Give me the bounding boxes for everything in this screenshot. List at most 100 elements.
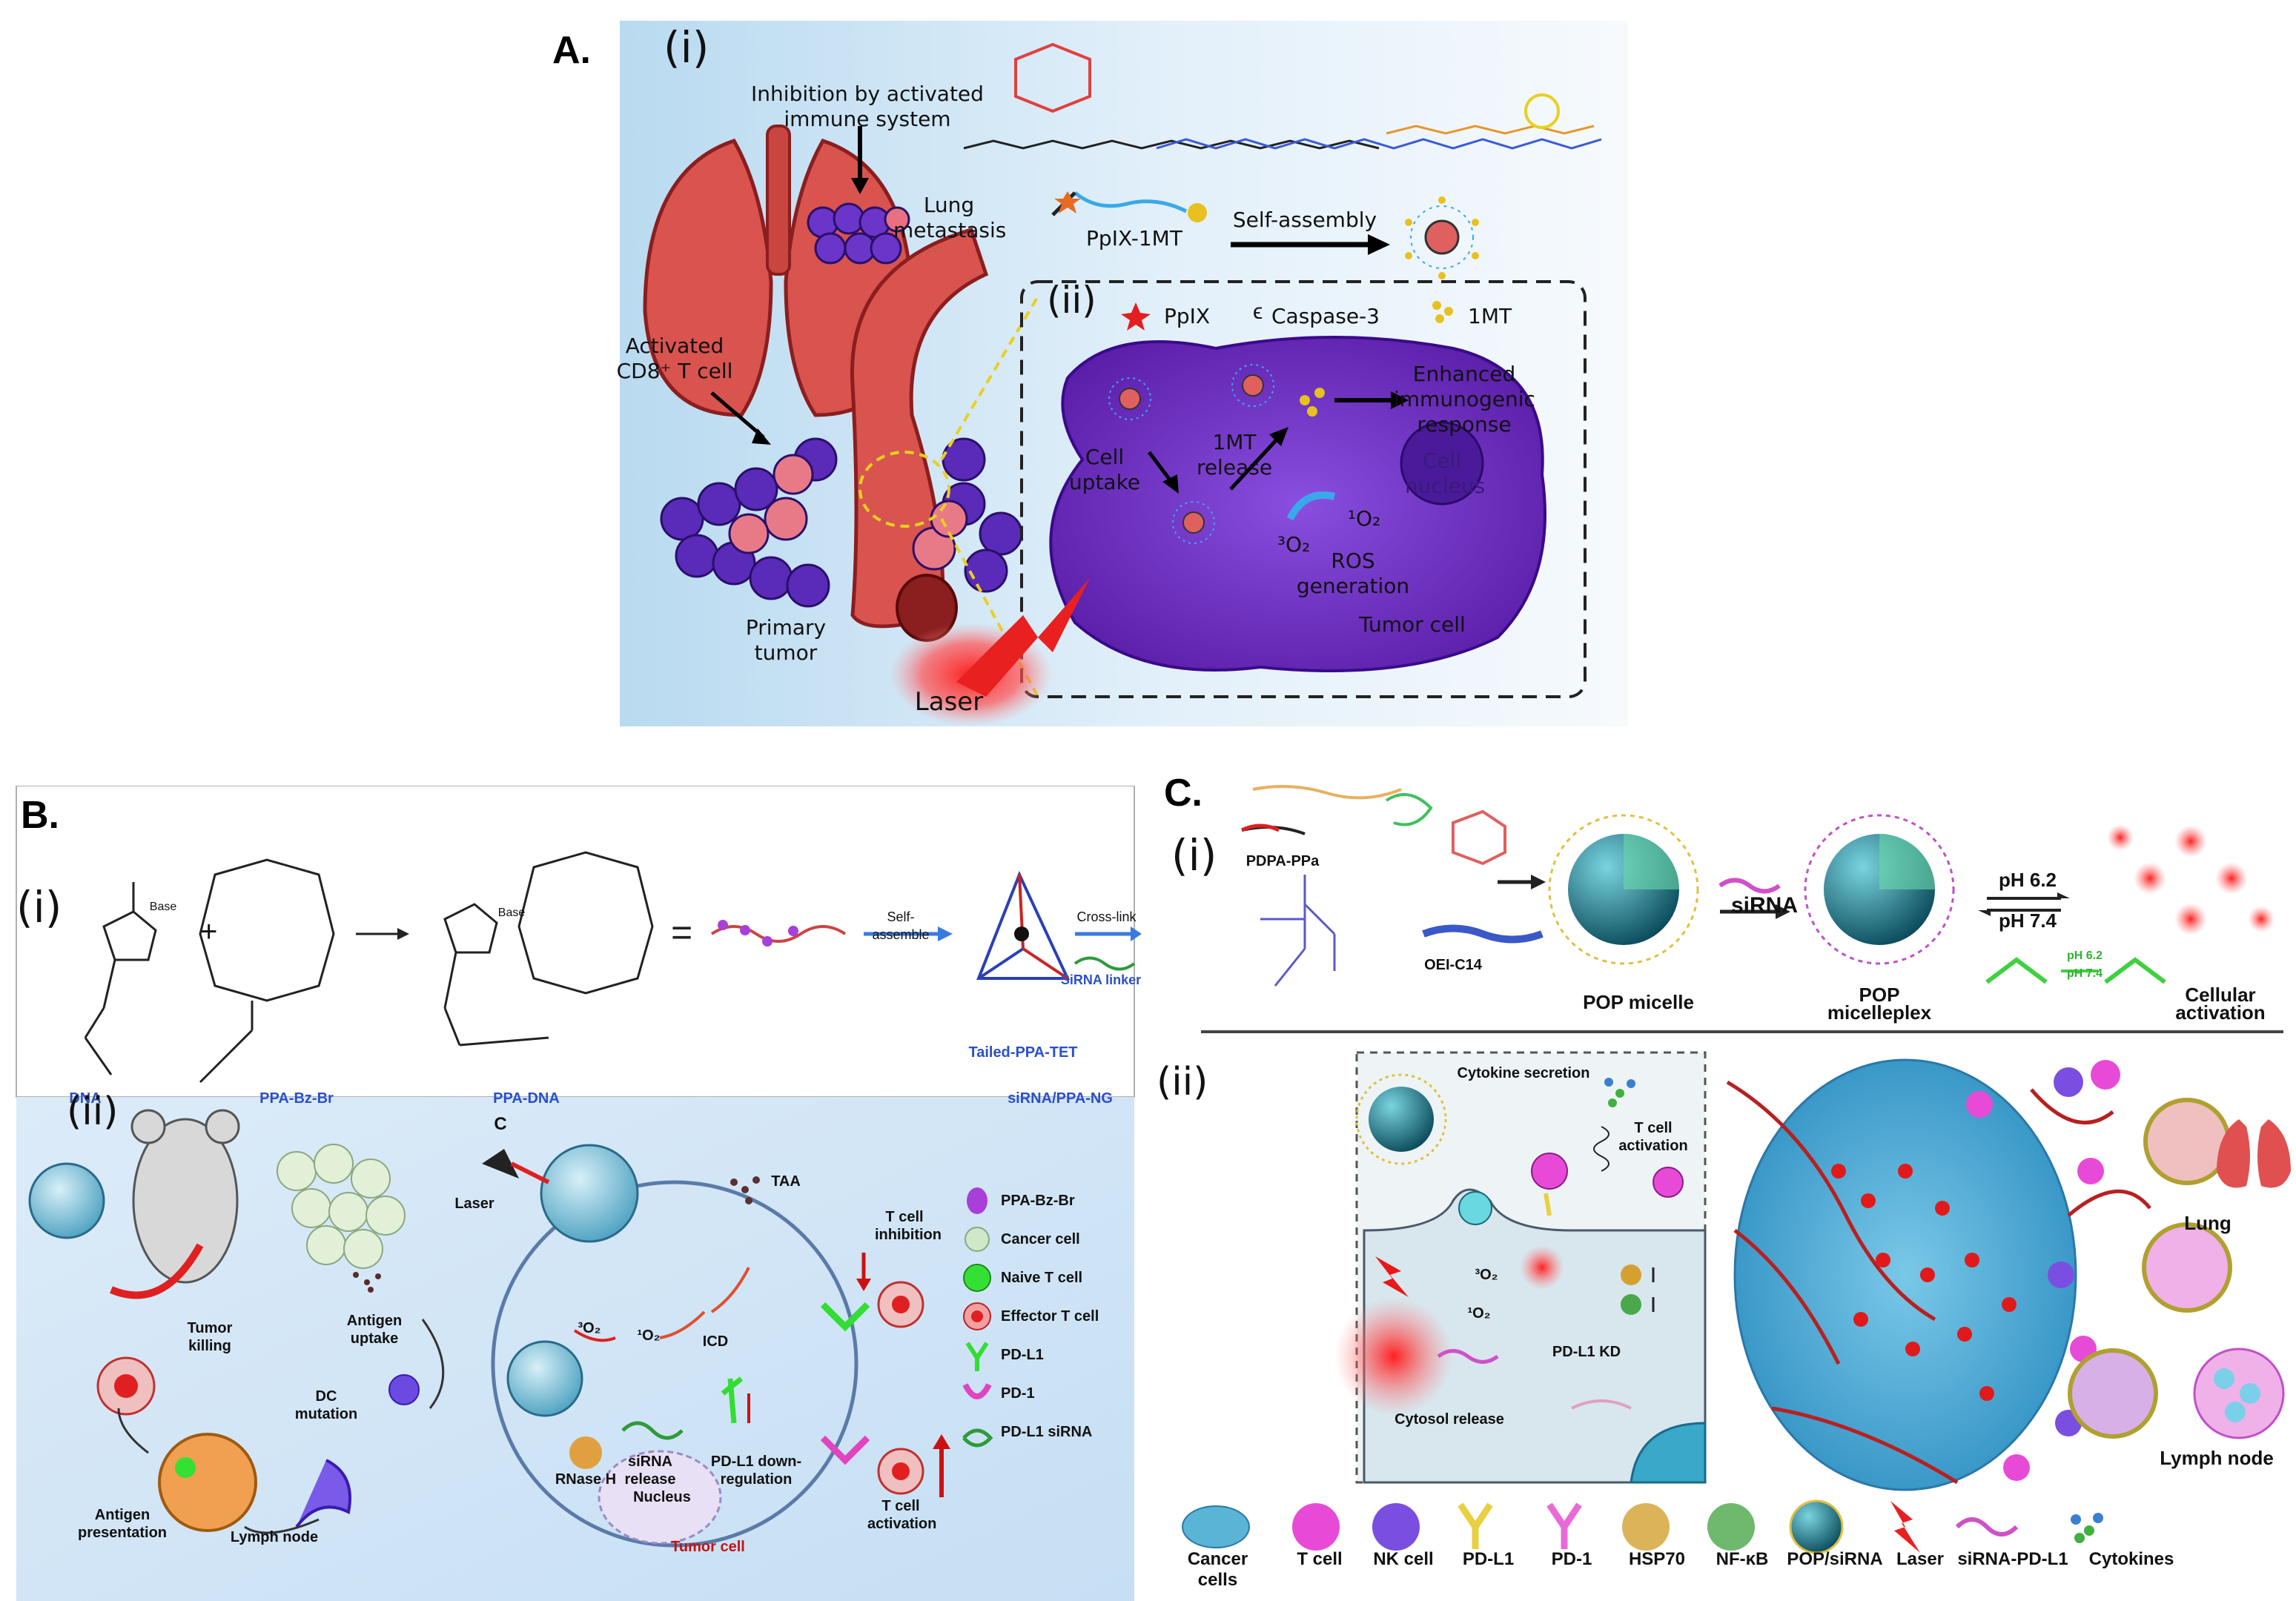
lymph-node-icon-c — [2193, 1348, 2285, 1439]
lung-metastasis-label: Lung metastasis — [893, 193, 1007, 242]
pop-micelle — [1548, 814, 1699, 965]
dc-mutation-label: DC mutation — [294, 1388, 358, 1422]
cell-nucleus-label: Cell nucleus — [1405, 448, 1486, 498]
nanogel-particle — [28, 1162, 105, 1239]
antigen-dots — [353, 1272, 381, 1293]
pdpa-structure — [1252, 785, 1402, 800]
laser-device-icon — [482, 1149, 519, 1179]
lung-metastasis-cluster — [807, 202, 910, 265]
cross-link-label: Cross-link — [1076, 909, 1137, 924]
sirna-icon-top — [1718, 878, 1781, 894]
nucleus-label: Nucleus — [633, 1489, 691, 1505]
inset-box-ii — [1020, 280, 1587, 698]
tailed-ppa-tet-icon — [976, 870, 1071, 980]
sirna-linker-icon — [1073, 956, 1136, 971]
lung-inset-ring — [2143, 1098, 2231, 1185]
singlet-oxygen-label-b: ¹O₂ — [637, 1327, 661, 1344]
ppa-bz-br-structure — [199, 858, 335, 1084]
cytosol-red-glow — [1334, 1297, 1453, 1416]
legend-c-item: POP/siRNA — [1787, 1549, 1883, 1569]
triplet-oxygen-label-b: ³O₂ — [578, 1320, 601, 1336]
ppa-dna-label: PPA-DNA — [493, 1090, 560, 1107]
t-cell-arrow — [710, 391, 765, 439]
release-arrow — [1229, 436, 1280, 491]
cellular-activation-icon — [2107, 824, 2275, 935]
middle-inset-ring — [2142, 1222, 2232, 1313]
panel-b-legend-icons — [962, 1187, 993, 1448]
legend-c-item: Cytokines — [2088, 1549, 2174, 1569]
ph-62-label-small: pH 6.2 — [2066, 949, 2103, 962]
ppix-1mt-label: PpIX-1MT — [1086, 226, 1182, 251]
pdl1-kd-label: PD-L1 KD — [1552, 1344, 1621, 1360]
panel-c-letter: C. — [1164, 772, 1202, 815]
ppix-legend-label: PpIX — [1164, 304, 1211, 328]
legend-c-item: HSP70 — [1628, 1549, 1686, 1569]
1mt-legend-icon — [1432, 301, 1453, 323]
legend-c-item: PD-1 — [1551, 1549, 1592, 1569]
pdl1-top — [820, 1302, 870, 1332]
legend-c-item: T cell — [1297, 1549, 1343, 1569]
ph-switch-structure — [1985, 957, 2166, 984]
c-mark-label: C — [494, 1114, 507, 1134]
dc-cell — [388, 1374, 420, 1405]
zoom-line-top — [940, 295, 1039, 461]
taa-label: TAA — [771, 1173, 801, 1190]
hsp70-nfkb-icons — [1621, 1264, 1655, 1315]
legend-b-item: PD-L1 — [1001, 1347, 1044, 1363]
ppix-legend-icon — [1121, 302, 1151, 331]
nanogel-outside — [540, 1144, 639, 1243]
1mt-release-label: 1MT release — [1196, 430, 1273, 480]
micelle-1mt — [1231, 364, 1274, 407]
taa-dots — [730, 1176, 760, 1204]
pdl1-down-label: PD-L1 down-regulation — [710, 1454, 802, 1488]
nucleus-icon — [598, 1450, 722, 1545]
lung-label-c: Lung — [2184, 1212, 2232, 1234]
laser-label-b: Laser — [454, 1196, 494, 1212]
legend-c-item: Cancer cells — [1187, 1549, 1248, 1590]
ppa-bz-br-label: PPA-Bz-Br — [259, 1090, 334, 1107]
panel-c-sub-i: (i) — [1171, 830, 1217, 881]
triplet-oxygen-label-c: ³O₂ — [1475, 1267, 1498, 1283]
activated-t-cell-label: Activated CD8⁺ T cell — [616, 334, 733, 383]
cellular-activation-label: Cellular activation — [2175, 984, 2266, 1024]
panel-c-legend: Cancer cells T cell NK cell PD-L1 PD-1 H… — [1171, 1549, 2291, 1590]
secretion-spring — [1593, 1126, 1609, 1172]
ppix-1mt-molecule-icon — [1051, 191, 1207, 222]
panel-b-letter: B. — [21, 794, 59, 837]
legend-c-item: Laser — [1896, 1549, 1945, 1569]
self-assemble-label: Self-assemble — [872, 909, 930, 942]
oei-c14-label: OEI-C14 — [1424, 957, 1482, 973]
inhibition-label: Inhibition by activated immune system — [751, 82, 984, 131]
enhanced-response-label: Enhanced immunogenic response — [1394, 362, 1535, 437]
t-cell-activation-label-c: T cell activation — [1618, 1120, 1688, 1154]
nanogel-inside — [506, 1340, 583, 1417]
tumor-cell-label-b: Tumor cell — [671, 1539, 745, 1555]
icd-label: ICD — [702, 1333, 729, 1350]
panel-a-artwork: ϵ — [620, 21, 1628, 726]
tailed-ppa-tet-label: Tailed-PPA-TET — [968, 1044, 1078, 1061]
panel-a-letter: A. — [552, 29, 591, 72]
ph-74-label: pH 7.4 — [1998, 909, 2057, 932]
sirna-ppa-ng-label: siRNA/PPA-NG — [1008, 1090, 1113, 1107]
mature-dc — [295, 1459, 351, 1528]
cytokine-secretion-label: Cytokine secretion — [1457, 1065, 1590, 1081]
sirna-label-c: siRNA — [1730, 893, 1798, 918]
singlet-oxygen-label: ¹O₂ — [1347, 506, 1381, 531]
micelle-released — [1172, 501, 1215, 544]
oei-c14-icon — [1422, 924, 1544, 944]
laser-bolt-icon — [956, 578, 1090, 697]
oei-structure — [1260, 875, 1336, 987]
legend-b-item: Cancer cell — [1001, 1231, 1080, 1247]
legend-b-item: PD-L1 siRNA — [1001, 1424, 1093, 1440]
caspase-legend-icon: ϵ — [1253, 299, 1263, 324]
pd1-bottom — [820, 1435, 870, 1465]
tumor-killing-arrow — [110, 1243, 204, 1299]
red-cells-in-tumor — [1831, 1164, 2017, 1401]
sirna-linker-label: SiRNA linker — [1060, 972, 1142, 987]
1mt-legend-label: 1MT — [1468, 304, 1512, 328]
micelle-uptake — [1108, 377, 1151, 420]
ph-equilibrium-arrows — [1987, 897, 2061, 912]
immune-cells-around-tumor — [1966, 1060, 2120, 1481]
legend-c-item: PD-L1 — [1462, 1549, 1515, 1569]
caspase-legend-label: Caspase-3 — [1271, 304, 1380, 328]
